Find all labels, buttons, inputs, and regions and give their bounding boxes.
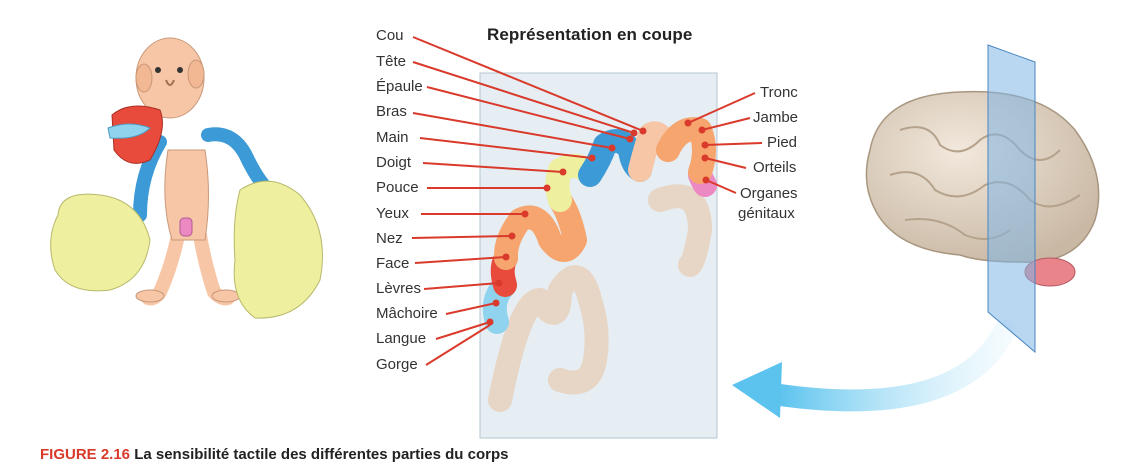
label-levres: Lèvres xyxy=(376,280,422,297)
label-bras: Bras xyxy=(376,103,407,120)
label-yeux: Yeux xyxy=(376,205,409,222)
label-gorge: Gorge xyxy=(376,356,418,373)
label-pouce: Pouce xyxy=(376,179,419,196)
label-cou: Cou xyxy=(376,27,404,44)
label-tete: Tête xyxy=(376,53,407,70)
label-doigt: Doigt xyxy=(376,154,412,171)
brain-illustration xyxy=(865,44,1100,354)
leader-dots-right xyxy=(684,119,710,184)
label-nez: Nez xyxy=(376,230,403,247)
label-langue: Langue xyxy=(376,330,427,347)
figure-caption-text: La sensibilité tactile des différentes p… xyxy=(134,446,509,463)
label-tronc: Tronc xyxy=(760,84,798,101)
figure-number: FIGURE 2.16 xyxy=(40,446,131,463)
leader-lines-right xyxy=(687,92,763,194)
cortex-folds xyxy=(488,184,712,412)
homunculus-figure xyxy=(50,37,323,319)
label-machoire: Mâchoire xyxy=(376,305,438,322)
label-pied: Pied xyxy=(767,134,798,151)
label-jambe: Jambe xyxy=(753,109,799,126)
label-epaule: Épaule xyxy=(376,78,423,95)
label-organes: Organes xyxy=(740,185,798,202)
curved-arrow-icon xyxy=(769,319,1016,412)
leader-dots-left xyxy=(486,127,647,326)
label-genitaux: génitaux xyxy=(738,205,795,222)
label-face: Face xyxy=(376,255,410,272)
label-main: Main xyxy=(376,129,409,146)
label-orteils: Orteils xyxy=(753,159,797,176)
figure-caption: FIGURE 2.16 La sensibilité tactile des d… xyxy=(40,446,509,463)
leader-lines-left xyxy=(411,36,644,366)
arrow-head-icon xyxy=(732,362,782,418)
diagram-title: Représentation en coupe xyxy=(487,25,693,44)
